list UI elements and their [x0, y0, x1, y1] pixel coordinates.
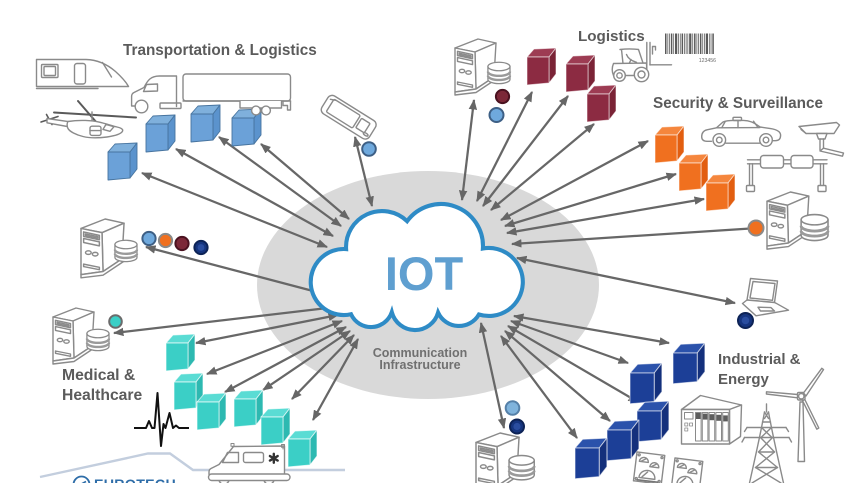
svg-text:EUROTECH: EUROTECH: [94, 477, 176, 483]
svg-text:Transportation & Logistics: Transportation & Logistics: [123, 42, 317, 59]
svg-text:Healthcare: Healthcare: [62, 387, 142, 404]
svg-text:Logistics: Logistics: [578, 28, 645, 45]
svg-text:123456: 123456: [699, 58, 716, 64]
svg-text:Communication: Communication: [373, 346, 467, 360]
svg-text:Security & Surveillance: Security & Surveillance: [653, 95, 823, 112]
svg-text:Industrial &: Industrial &: [718, 351, 801, 368]
svg-text:Infrastructure: Infrastructure: [379, 358, 460, 372]
svg-text:Energy: Energy: [718, 371, 770, 388]
svg-text:IOT: IOT: [385, 247, 464, 300]
svg-text:Medical &: Medical &: [62, 367, 135, 384]
